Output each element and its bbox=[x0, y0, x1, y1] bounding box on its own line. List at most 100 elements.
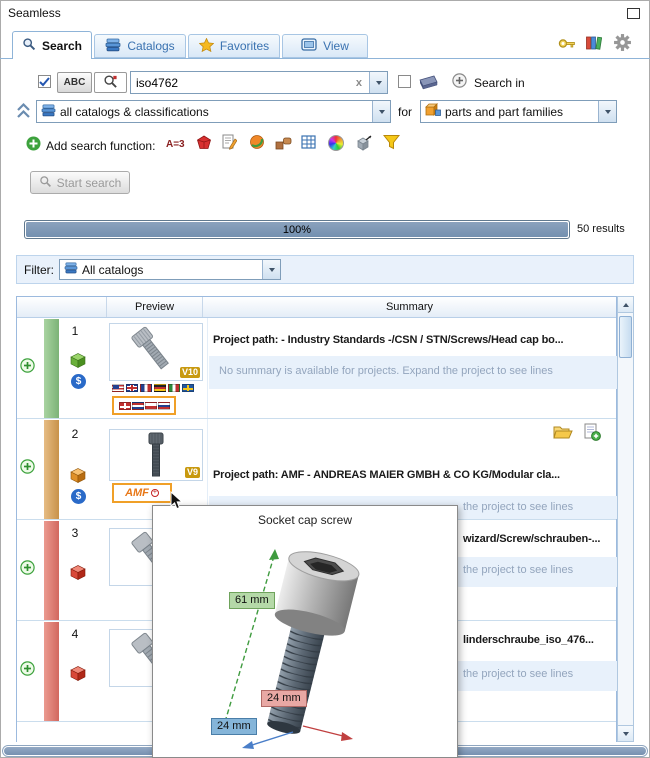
key-icon[interactable] bbox=[558, 36, 575, 54]
expand-icon[interactable] bbox=[20, 459, 35, 477]
popup-title: Socket cap screw bbox=[257, 513, 353, 527]
tab-favorites[interactable]: Favorites bbox=[188, 34, 280, 58]
expand-icon[interactable] bbox=[20, 358, 35, 376]
tab-catalogs-label: Catalogs bbox=[127, 39, 175, 53]
cad-cube-icon bbox=[69, 665, 87, 685]
price-badge: $ bbox=[71, 374, 86, 389]
text-search-checkbox[interactable] bbox=[38, 75, 51, 88]
sketch-search-icon[interactable] bbox=[222, 134, 238, 153]
flag-icon bbox=[126, 384, 138, 392]
parts-search-icon[interactable] bbox=[275, 136, 292, 153]
exact-search-toggle-button[interactable] bbox=[94, 72, 127, 93]
topology-search-icon[interactable] bbox=[249, 134, 265, 153]
expand-icon[interactable] bbox=[20, 560, 35, 578]
catalog-manager-icon[interactable] bbox=[585, 35, 603, 54]
eraser-icon[interactable] bbox=[416, 74, 438, 93]
search-input-combo: x bbox=[130, 71, 388, 94]
filter-label: Filter: bbox=[24, 263, 54, 277]
brand-logo-box: AMF + bbox=[112, 483, 172, 503]
flag-icon bbox=[154, 384, 166, 392]
result-type-value: parts and part families bbox=[445, 104, 564, 119]
catalog-flags-box bbox=[112, 396, 176, 415]
secondary-checkbox[interactable] bbox=[398, 75, 411, 88]
progress-percent: 100% bbox=[282, 223, 312, 236]
brand-plus-icon: + bbox=[150, 489, 159, 497]
summary-band: No summary is available for projects. Ex… bbox=[209, 356, 617, 389]
scroll-down-button[interactable] bbox=[618, 725, 633, 741]
column-divider bbox=[207, 318, 208, 418]
flag-icon bbox=[157, 401, 170, 410]
tab-search[interactable]: Search bbox=[12, 31, 92, 59]
scroll-up-button[interactable] bbox=[618, 297, 633, 313]
dimension-tag-diameter: 24 mm bbox=[261, 690, 307, 707]
results-table: Preview Summary 1 $ V10 Project path: - … bbox=[16, 296, 617, 742]
filter-arrow[interactable] bbox=[262, 260, 280, 279]
filter-select[interactable]: All catalogs bbox=[59, 259, 281, 280]
progress-bar: 100% bbox=[24, 220, 570, 239]
status-bar-orange bbox=[44, 420, 59, 519]
filter-value: All catalogs bbox=[82, 262, 144, 277]
preview-thumbnail[interactable]: V9 bbox=[109, 429, 203, 481]
result-row-2[interactable]: 2 $ V9 AMF + Project path: AMF - ANDREAS… bbox=[17, 419, 617, 520]
catalogs-icon bbox=[105, 38, 121, 55]
add-function-icon[interactable] bbox=[26, 136, 41, 154]
export-add-icon[interactable] bbox=[583, 423, 601, 444]
flag-icon bbox=[118, 401, 131, 410]
column-divider bbox=[207, 419, 208, 519]
flag-icon bbox=[112, 384, 124, 392]
tab-search-label: Search bbox=[41, 38, 83, 53]
status-bar-red bbox=[44, 622, 59, 721]
tab-view[interactable]: View bbox=[282, 34, 368, 58]
text-search-icon[interactable]: A=3 bbox=[166, 139, 185, 150]
flag-icon bbox=[182, 384, 194, 392]
result-type-arrow[interactable] bbox=[598, 101, 616, 122]
open-folder-icon[interactable] bbox=[553, 424, 573, 443]
tab-catalogs[interactable]: Catalogs bbox=[94, 34, 186, 58]
start-search-button[interactable]: Start search bbox=[30, 171, 130, 194]
cad-cube-icon bbox=[69, 352, 87, 372]
flag-icon bbox=[168, 384, 180, 392]
clear-search-button[interactable]: x bbox=[355, 76, 362, 89]
header-preview[interactable]: Preview bbox=[107, 297, 203, 317]
compare-3d-icon[interactable] bbox=[355, 135, 372, 154]
abc-label: ABC bbox=[63, 77, 86, 88]
for-label: for bbox=[398, 105, 413, 119]
catalog-scope-value: all catalogs & classifications bbox=[60, 104, 209, 119]
color-search-icon[interactable] bbox=[328, 135, 344, 151]
collapse-panel-icon[interactable] bbox=[16, 102, 31, 122]
search-in-expand-icon[interactable] bbox=[452, 73, 467, 91]
view-icon bbox=[301, 38, 317, 54]
part-preview-popup: Socket cap screw 61 bbox=[152, 505, 458, 758]
geometry-search-icon[interactable] bbox=[196, 135, 212, 153]
search-input[interactable] bbox=[131, 75, 349, 90]
flag-icon bbox=[131, 401, 144, 410]
add-function-label: Add search function: bbox=[46, 139, 156, 153]
star-icon bbox=[198, 37, 215, 55]
result-row-1[interactable]: 1 $ V10 Project path: - Industry Standar… bbox=[17, 318, 617, 419]
table-search-icon[interactable] bbox=[301, 135, 316, 152]
cad-cube-icon bbox=[69, 564, 87, 584]
maximize-button[interactable] bbox=[627, 8, 640, 19]
settings-gear-icon[interactable] bbox=[613, 33, 632, 55]
preview-thumbnail[interactable]: V10 bbox=[109, 323, 203, 381]
project-path: linderschraube_iso_476... bbox=[463, 634, 594, 646]
status-bar-red bbox=[44, 521, 59, 620]
vertical-scrollbar[interactable] bbox=[617, 296, 634, 742]
flag-icon bbox=[144, 401, 157, 410]
search-history-dropdown-button[interactable] bbox=[369, 72, 387, 93]
filter-funnel-icon[interactable] bbox=[382, 134, 401, 153]
status-bar-green bbox=[44, 319, 59, 418]
start-search-label: Start search bbox=[56, 175, 122, 190]
tab-favorites-label: Favorites bbox=[219, 39, 270, 53]
results-count: 50 results bbox=[577, 223, 625, 235]
header-summary[interactable]: Summary bbox=[385, 301, 434, 313]
catalog-scope-arrow[interactable] bbox=[372, 101, 390, 122]
expand-icon[interactable] bbox=[20, 661, 35, 679]
scrollbar-thumb[interactable] bbox=[619, 316, 632, 358]
abc-toggle-button[interactable]: ABC bbox=[57, 72, 92, 93]
catalog-scope-select[interactable]: all catalogs & classifications bbox=[36, 100, 391, 123]
search-icon bbox=[22, 37, 36, 54]
screw-3d-render bbox=[222, 549, 360, 749]
result-type-select[interactable]: parts and part families bbox=[420, 100, 617, 123]
dimension-tag-length: 61 mm bbox=[229, 592, 275, 609]
